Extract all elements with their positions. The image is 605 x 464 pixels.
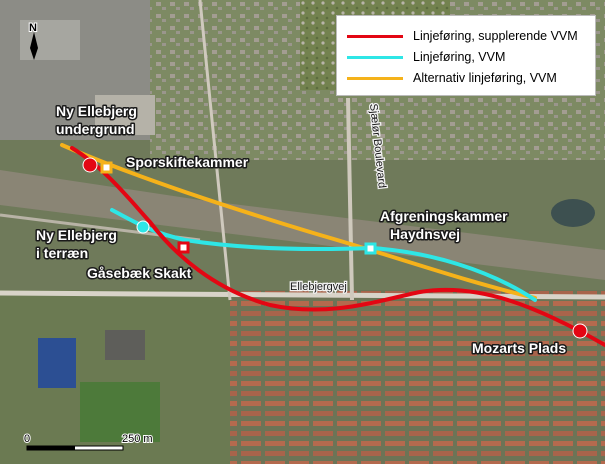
scale-bar-segment bbox=[27, 446, 75, 450]
label-mozarts-plads: Mozarts Plads bbox=[472, 340, 566, 356]
building bbox=[20, 20, 80, 60]
station-mozarts-plads-marker[interactable] bbox=[572, 323, 588, 339]
building bbox=[95, 95, 155, 135]
label-ny-ellebjerg-terraen-line1: Ny Ellebjerg bbox=[36, 227, 117, 243]
legend-label: Linjeføring, supplerende VVM bbox=[413, 29, 578, 43]
gasebaek-skakt-marker[interactable] bbox=[177, 241, 190, 254]
afgreningskammer-haydnsvej-marker[interactable] bbox=[364, 242, 377, 255]
lake bbox=[551, 199, 595, 227]
legend-item-alternativ: Alternativ linjeføring, VVM bbox=[337, 68, 557, 88]
north-arrow: N bbox=[28, 21, 38, 60]
route-supplerende-vvm bbox=[70, 146, 605, 347]
legend-swatch bbox=[347, 76, 403, 80]
scale-bar-end: 250 m bbox=[122, 433, 153, 445]
legend-item-vvm: Linjeføring, VVM bbox=[337, 47, 505, 67]
sports-court bbox=[38, 338, 76, 388]
station-ny-ellebjerg-terraen-marker[interactable] bbox=[136, 220, 150, 234]
legend-label: Alternativ linjeføring, VVM bbox=[413, 71, 557, 85]
railway-corridor bbox=[0, 170, 605, 280]
scale-bar-zero: 0 bbox=[24, 433, 30, 445]
residential-blocks-south bbox=[230, 290, 605, 464]
label-ny-ellebjerg-undergrund-line2: undergrund bbox=[56, 121, 135, 137]
side-road bbox=[198, 0, 232, 301]
label-afgreningskammer-line2: Haydnsvej bbox=[390, 226, 460, 242]
station-ny-ellebjerg-undergrund-marker[interactable] bbox=[82, 157, 98, 173]
north-arrow-icon bbox=[30, 32, 38, 60]
label-gasebaek-skakt: Gåsebæk Skakt bbox=[87, 265, 192, 281]
label-ny-ellebjerg-terraen-line2: i terræn bbox=[36, 245, 88, 261]
legend-swatch bbox=[347, 55, 403, 59]
label-afgreningskammer-line1: Afgreningskammer bbox=[380, 208, 508, 224]
sjaelor-boulevard-road bbox=[346, 97, 354, 301]
north-arrow-label: N bbox=[29, 22, 37, 34]
sports-field bbox=[80, 382, 160, 442]
legend-swatch bbox=[347, 34, 403, 38]
scale-bar: 0 250 m bbox=[23, 432, 154, 451]
label-ny-ellebjerg-undergrund-line1: Ny Ellebjerg bbox=[56, 103, 137, 119]
building bbox=[105, 330, 145, 360]
legend-label: Linjeføring, VVM bbox=[413, 50, 506, 64]
label-sporskiftekammer: Sporskiftekammer bbox=[126, 154, 249, 170]
street-label-ellebjergvej: Ellebjergvej bbox=[290, 281, 347, 293]
legend: Linjeføring, supplerende VVM Linjeføring… bbox=[336, 15, 596, 96]
route-alternativ-vvm bbox=[60, 143, 537, 300]
sporskiftekammer-marker[interactable] bbox=[100, 161, 113, 174]
legend-item-supplerende: Linjeføring, supplerende VVM bbox=[337, 26, 578, 46]
ellebjergvej-road bbox=[0, 290, 605, 300]
